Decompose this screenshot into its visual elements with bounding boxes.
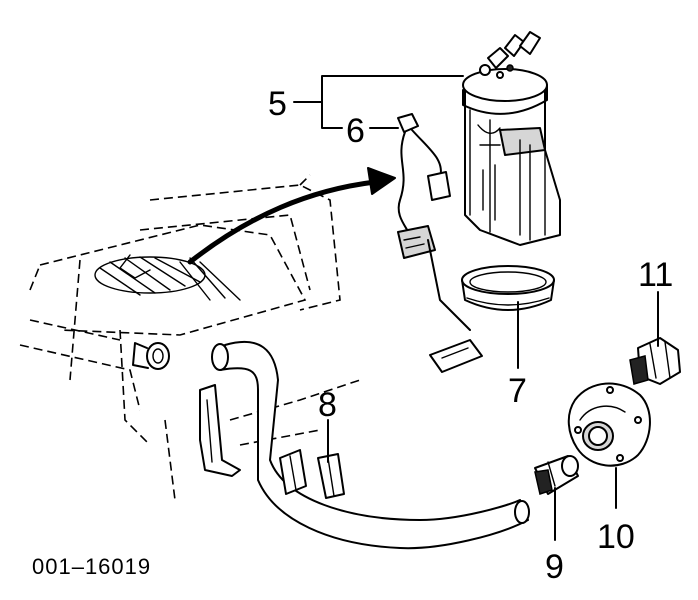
- callout-9: 9: [545, 548, 564, 586]
- callout-6: 6: [346, 112, 365, 150]
- callout-7: 7: [508, 372, 527, 410]
- install-direction-arrow: [187, 167, 396, 265]
- pump-seal-ring: [461, 265, 555, 311]
- fuel-pump-module: [462, 31, 561, 246]
- tank-opening: [94, 254, 241, 301]
- tank-filler-stub: [132, 342, 170, 370]
- leader-lines: [293, 75, 659, 541]
- hose-fitting: [534, 455, 579, 495]
- sender-wiring-harness: [397, 113, 483, 373]
- figure-id: 001–16019: [32, 554, 151, 579]
- callout-5: 5: [268, 85, 287, 123]
- callout-8: 8: [318, 386, 337, 424]
- filler-cap: [629, 337, 681, 385]
- filler-hose: [211, 340, 530, 550]
- flange-gasket: [567, 382, 651, 467]
- callout-10: 10: [597, 518, 635, 556]
- callout-11: 11: [638, 256, 673, 294]
- mounting-bracket: [199, 384, 241, 477]
- vehicle-frame-outline: [19, 174, 361, 501]
